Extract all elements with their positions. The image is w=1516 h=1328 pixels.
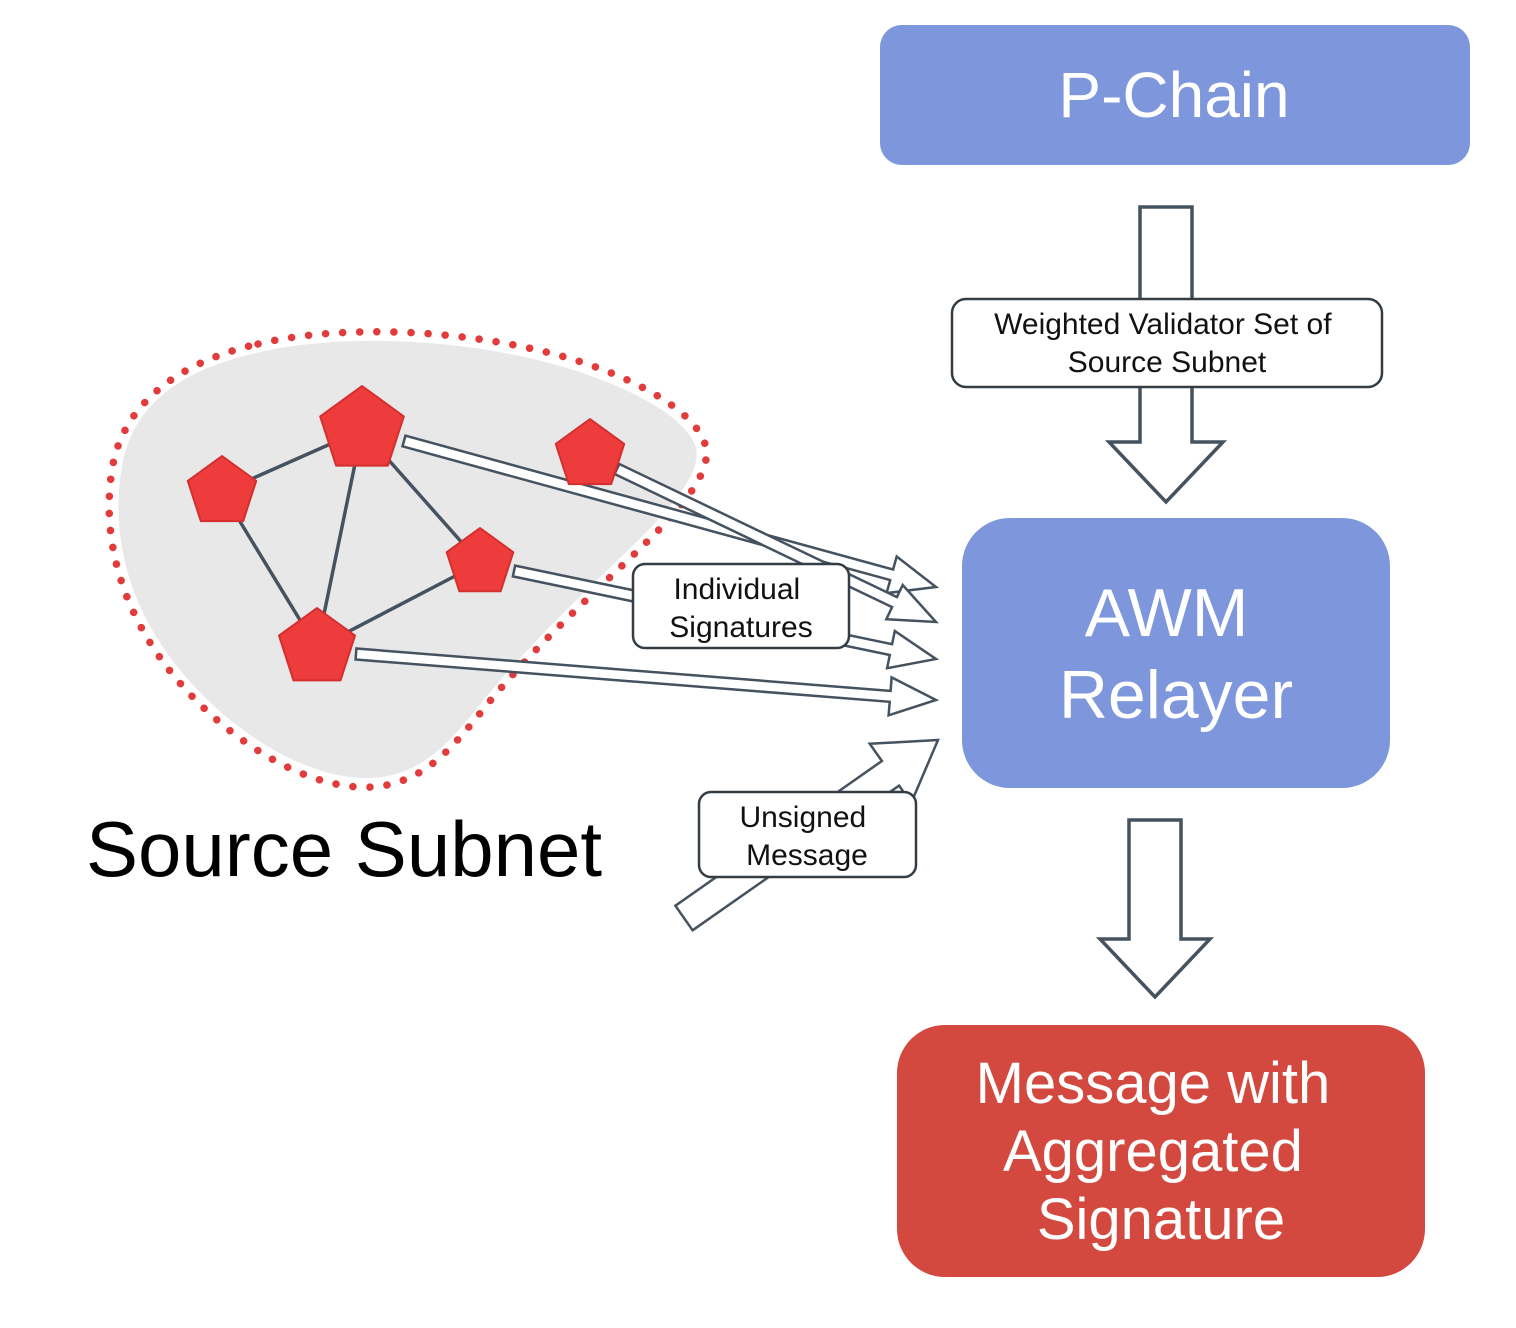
validator-node-5 — [278, 607, 356, 682]
aggregated-message-box: Message with Aggregated Signature — [897, 1025, 1425, 1277]
weighted-validator-label: Weighted Validator Set of Source Subnet — [950, 297, 1384, 389]
validator-node-1 — [186, 455, 258, 523]
pchain-box: P-Chain — [880, 25, 1470, 165]
source-subnet-blob — [118, 340, 697, 779]
relayer-to-message-arrow — [1095, 818, 1215, 1000]
pchain-box-shape — [880, 25, 1470, 165]
unsigned-message-label: Unsigned Message — [697, 790, 918, 879]
validator-nodes — [186, 385, 626, 682]
awm-relayer-box: AWM Relayer — [962, 518, 1390, 788]
weighted-validator-label-box — [950, 297, 1384, 389]
individual-signatures-label-box — [631, 562, 851, 650]
signature-arrow-2 — [612, 462, 939, 624]
individual-signatures-label: Individual Signatures — [631, 562, 851, 650]
pchain-box-label: P-Chain — [1058, 59, 1289, 131]
signature-arrow-4 — [354, 647, 940, 718]
awm-relayer-box-shape — [962, 518, 1390, 788]
validator-node-2 — [319, 385, 405, 467]
unsigned-message-label-box — [697, 790, 918, 879]
weighted-validator-label-text: Weighted Validator Set of Source Subnet — [994, 308, 1340, 379]
aggregated-message-box-label: Message with Aggregated Signature — [976, 1051, 1347, 1252]
validator-node-3 — [554, 418, 626, 486]
source-subnet-caption: Source Subnet — [86, 805, 602, 893]
validator-node-4 — [445, 527, 515, 593]
unsigned-message-label-text: Unsigned Message — [739, 801, 874, 872]
aggregated-message-box-shape — [897, 1025, 1425, 1277]
awm-relayer-box-label: AWM Relayer — [1059, 575, 1293, 733]
individual-signatures-label-text: Individual Signatures — [669, 573, 812, 644]
